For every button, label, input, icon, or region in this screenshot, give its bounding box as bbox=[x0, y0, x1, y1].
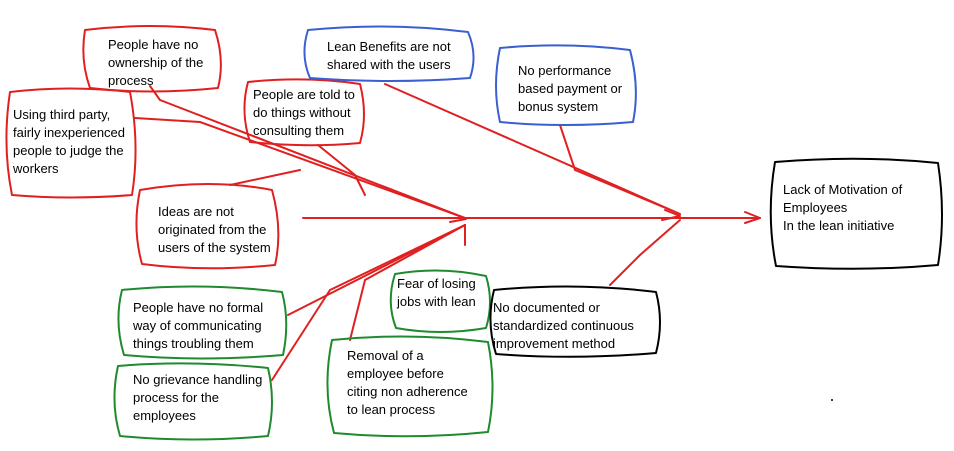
bone-grievance bbox=[271, 224, 466, 381]
cause-text: jobs with lean bbox=[397, 294, 476, 309]
box-removal-outline bbox=[326, 335, 494, 438]
cause-ideas: Ideas are not originated from the users … bbox=[158, 203, 271, 257]
box-lean-benefits-outline bbox=[303, 25, 475, 82]
cause-text: process bbox=[108, 73, 154, 88]
cause-text: bonus system bbox=[518, 99, 599, 114]
cause-text: do things without bbox=[253, 105, 351, 120]
cause-text: No grievance handling bbox=[133, 372, 263, 387]
cause-formal-communication: People have no formal way of communicati… bbox=[133, 299, 263, 353]
cause-text: process for the bbox=[133, 390, 219, 405]
cause-text: people to judge the bbox=[13, 143, 124, 158]
cause-text: fairly inexperienced bbox=[13, 125, 126, 140]
cause-documented-method: No documented or standardized continuous… bbox=[493, 299, 634, 353]
box-fear-outline bbox=[389, 269, 491, 333]
cause-text: based payment or bbox=[518, 81, 623, 96]
bone-removal bbox=[349, 224, 466, 341]
cause-text: to lean process bbox=[347, 402, 436, 417]
cause-text: No performance bbox=[518, 63, 612, 78]
cause-ownership: People have no ownership of the process bbox=[108, 36, 203, 90]
cause-text: standardized continuous bbox=[493, 318, 634, 333]
box-performance-pay-outline bbox=[495, 44, 637, 126]
cause-text: Using third party, bbox=[13, 107, 111, 122]
stray-dot bbox=[831, 399, 833, 401]
box-documented-outline bbox=[489, 285, 661, 358]
cause-performance-pay: No performance based payment or bonus sy… bbox=[518, 62, 622, 116]
effect-text: Lack of Motivation of bbox=[783, 182, 903, 197]
cause-text: consulting them bbox=[253, 123, 345, 138]
cause-not-consulted: People are told to do things without con… bbox=[253, 86, 355, 140]
cause-text: ownership of the bbox=[108, 55, 204, 70]
bone-arrowhead bbox=[661, 209, 681, 221]
cause-text: People have no bbox=[108, 37, 199, 52]
effect-text: Employees bbox=[783, 200, 848, 215]
box-effect-outline bbox=[769, 157, 943, 270]
box-grievance-outline bbox=[113, 362, 273, 441]
cause-text: improvement method bbox=[493, 336, 616, 351]
bone-ideas bbox=[229, 169, 301, 186]
cause-text: People are told to bbox=[253, 87, 355, 102]
effect-text: In the lean initiative bbox=[783, 218, 895, 233]
box-formal-communication-outline bbox=[117, 285, 288, 360]
cause-text: Lean Benefits are not bbox=[327, 39, 451, 54]
box-ideas-outline bbox=[135, 183, 280, 270]
cause-lean-benefits: Lean Benefits are not shared with the us… bbox=[327, 38, 451, 74]
cause-text: citing non adherence bbox=[347, 384, 468, 399]
cause-text: employee before bbox=[347, 366, 444, 381]
cause-text: People have no formal bbox=[133, 300, 264, 315]
cause-fear-jobs: Fear of losing jobs with lean bbox=[397, 275, 476, 311]
cause-text: shared with the users bbox=[327, 57, 451, 72]
cause-text: Fear of losing bbox=[397, 276, 476, 291]
spine-arrowhead bbox=[744, 211, 761, 224]
cause-text: Ideas are not bbox=[158, 204, 234, 219]
bone-performance-pay bbox=[559, 124, 681, 215]
cause-text: way of communicating bbox=[133, 318, 262, 333]
cause-grievance: No grievance handling process for the em… bbox=[133, 371, 262, 425]
bone-not-consulted bbox=[317, 144, 366, 196]
cause-text: users of the system bbox=[158, 240, 271, 255]
cause-text: employees bbox=[133, 408, 196, 423]
cause-text: originated from the bbox=[158, 222, 267, 237]
cause-text: workers bbox=[13, 161, 59, 176]
box-ownership-outline bbox=[82, 25, 222, 93]
effect-label: Lack of Motivation of Employees In the l… bbox=[783, 181, 902, 235]
cause-text: Removal of a bbox=[347, 348, 424, 363]
cause-text: things troubling them bbox=[133, 336, 254, 351]
bone-third-party bbox=[134, 117, 466, 219]
cause-text: No documented or bbox=[493, 300, 600, 315]
cause-third-party: Using third party, fairly inexperienced … bbox=[13, 106, 125, 178]
cause-removal: Removal of a employee before citing non … bbox=[347, 347, 468, 419]
box-third-party-outline bbox=[5, 87, 137, 199]
box-not-consulted-outline bbox=[243, 78, 365, 147]
bone-documented bbox=[609, 219, 681, 286]
